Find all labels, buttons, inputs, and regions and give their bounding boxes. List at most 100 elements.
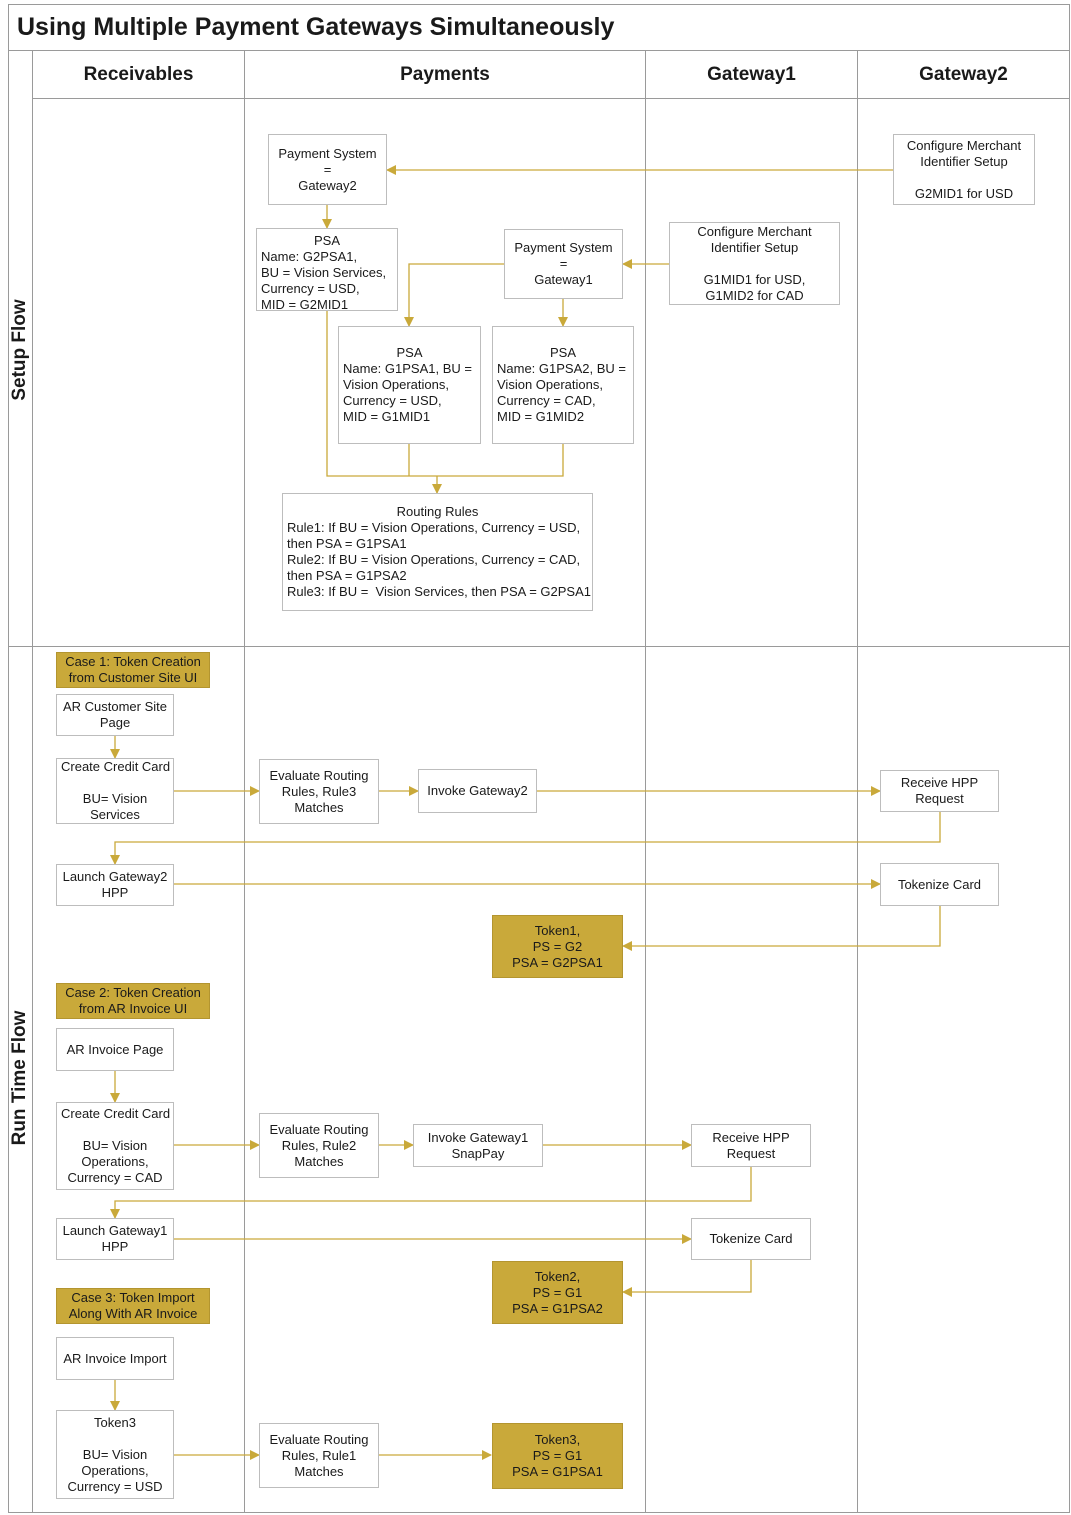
box-text-line: Create Credit Card	[61, 759, 171, 774]
box-text-line: Evaluate Routing	[269, 1431, 369, 1447]
box-text-line: Rules, Rule1	[281, 1447, 357, 1463]
box-text-line: Along With AR Invoice	[68, 1306, 198, 1321]
box-text-line: =	[559, 256, 568, 271]
box-text-line: PSA	[396, 345, 423, 360]
box-text-line: Currency = CAD,	[497, 393, 596, 408]
box-text-line	[61, 1122, 169, 1138]
box-text-line: Token3,	[534, 1432, 581, 1447]
box-text-line: Operations,	[81, 1154, 149, 1169]
box-text-line: MID = G2MID1	[261, 297, 349, 312]
box-text-line: Rules, Rule3	[281, 783, 357, 799]
box-text-line: Rule2: If BU = Vision Operations, Curren…	[287, 552, 581, 567]
box-text-line: Name: G1PSA1, BU =	[343, 361, 472, 376]
box-text-line: PS = G2	[532, 938, 583, 954]
ar-invoice-page-box: AR Invoice Page	[56, 1028, 174, 1071]
box-text-line: Token3	[94, 1414, 136, 1430]
payment-system-gateway2-box: Payment System=Gateway2	[268, 134, 387, 205]
box-text-line: Case 1: Token Creation	[65, 654, 201, 669]
box-text-line: AR Invoice Import	[63, 1350, 167, 1366]
box-text-line: Request	[726, 1145, 776, 1161]
invoke-gateway2-box: Invoke Gateway2	[418, 769, 537, 813]
box-text-line: Rules, Rule2	[281, 1137, 357, 1153]
box-text-line: PSA = G1PSA1	[512, 1464, 603, 1479]
box-text-line: PSA	[313, 233, 340, 248]
box-text-line: PSA = G1PSA2	[512, 1300, 603, 1316]
box-text-line: PS = G1	[532, 1448, 583, 1463]
box-text-line: Matches	[294, 799, 344, 815]
box-text-line: Identifier Setup	[710, 239, 799, 255]
box-text-line: MID = G1MID1	[343, 409, 431, 424]
box-text-line	[898, 170, 1030, 186]
box-text-line: Identifier Setup	[920, 153, 1008, 169]
box-text-line: Invoke Gateway1	[427, 1129, 529, 1145]
box-text-line: Page	[99, 715, 131, 730]
box-text-line: Currency = CAD	[67, 1170, 163, 1185]
box-text-line: HPP	[101, 1239, 129, 1254]
box-text-line: Tokenize Card	[897, 876, 982, 892]
box-text-line: G1MID1 for USD,	[703, 271, 806, 287]
box-text-line: Currency = USD,	[261, 281, 360, 296]
box-text-line	[61, 775, 169, 791]
box-text-line: Request	[915, 791, 964, 806]
tokenize-card-gateway1-box: Tokenize Card	[691, 1218, 811, 1260]
box-text-line: HPP	[101, 885, 129, 900]
box-text-line: Services	[90, 807, 140, 822]
box-text-line: Payment System	[514, 240, 613, 255]
box-text-line: Launch Gateway1	[62, 1223, 168, 1238]
box-text-line: Routing Rules	[396, 504, 479, 519]
box-text-line: Evaluate Routing	[269, 767, 369, 783]
box-text-line: AR Invoice Page	[66, 1041, 164, 1057]
box-text-line: Case 2: Token Creation	[65, 985, 201, 1000]
box-text-line: BU= Vision	[82, 791, 148, 806]
box-text-line: Currency = USD	[67, 1478, 163, 1494]
box-text-line: BU = Vision Services,	[261, 265, 387, 280]
box-text-line: Payment System	[278, 145, 377, 161]
box-text-line: Receive HPP	[900, 775, 979, 790]
ar-invoice-import-box: AR Invoice Import	[56, 1337, 174, 1380]
box-text-line: Currency = USD,	[343, 393, 442, 408]
box-text-line	[61, 1431, 169, 1447]
box-text-line: Evaluate Routing	[269, 1121, 369, 1137]
box-text-line: Vision Operations,	[343, 377, 449, 392]
box-text-line: G1MID2 for CAD	[705, 287, 804, 303]
box-text-line: Configure Merchant	[697, 223, 812, 239]
box-text-line: then PSA = G1PSA1	[287, 536, 407, 551]
box-text-line: BU= Vision	[82, 1446, 148, 1462]
box-text-line: PSA = G2PSA1	[512, 954, 603, 970]
tokenize-card-gateway2-box: Tokenize Card	[880, 863, 999, 906]
box-text-line: =	[323, 161, 332, 177]
box-text-line: PSA	[549, 345, 576, 360]
box-text-line: Gateway1	[534, 272, 593, 287]
box-text-line: Gateway2	[298, 177, 357, 193]
lane-header-gateway1: Gateway1	[707, 64, 796, 85]
box-text-line: Configure Merchant	[906, 137, 1022, 153]
box-text-line: Create Credit Card	[61, 1106, 171, 1121]
lane-header-payments: Payments	[400, 64, 490, 85]
box-text-line: then PSA = G1PSA2	[287, 568, 407, 583]
box-text-line: Invoke Gateway2	[427, 783, 528, 798]
box-text-line	[674, 256, 835, 272]
box-text-line: PS = G1	[532, 1284, 583, 1300]
box-text-line: Name: G1PSA2, BU =	[497, 361, 626, 376]
box-text-line: Receive HPP	[712, 1129, 790, 1145]
box-text-line: SnapPay	[451, 1145, 505, 1161]
